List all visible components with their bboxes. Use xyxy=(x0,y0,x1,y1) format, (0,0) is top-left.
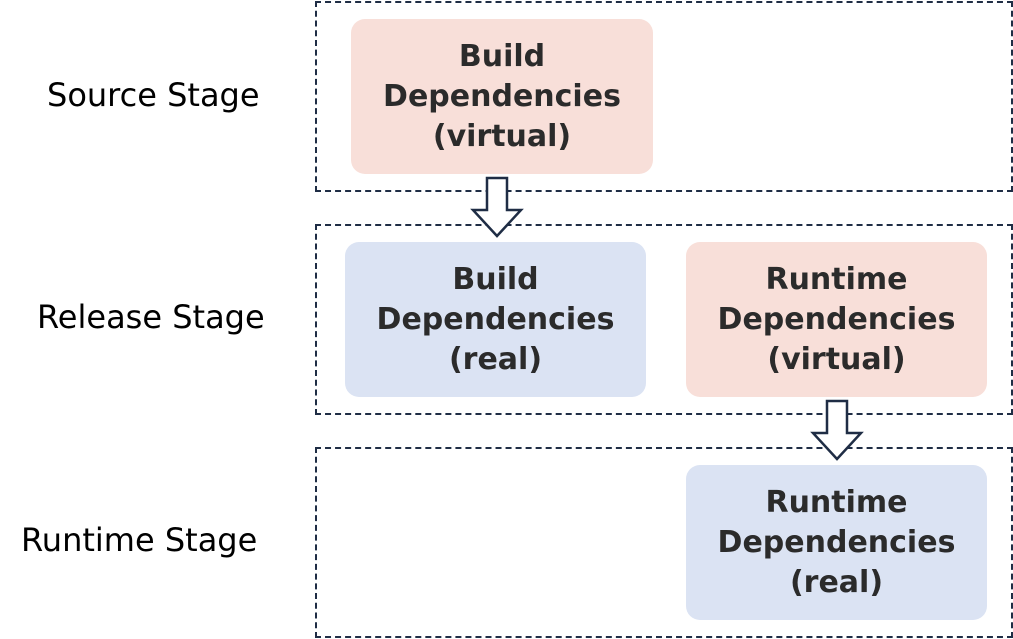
node-line: Build xyxy=(458,38,546,74)
down-arrow-icon xyxy=(810,399,864,461)
node-line: (real) xyxy=(448,341,543,377)
runtime-dependencies-virtual-node: Runtime Dependencies (virtual) xyxy=(686,242,987,397)
node-line: Runtime xyxy=(765,484,908,520)
build-dependencies-real-node: Build Dependencies (real) xyxy=(345,242,646,397)
node-line: Dependencies xyxy=(383,78,621,114)
node-line: (virtual) xyxy=(767,341,906,377)
runtime-stage-label: Runtime Stage xyxy=(21,521,258,559)
runtime-dependencies-real-node: Runtime Dependencies (real) xyxy=(686,465,987,620)
release-stage-frame xyxy=(315,224,1013,415)
node-line: Dependencies xyxy=(717,301,956,337)
node-line: Runtime xyxy=(765,261,908,297)
runtime-stage-frame xyxy=(315,447,1013,638)
node-line: (real) xyxy=(789,564,884,600)
release-stage-label: Release Stage xyxy=(37,298,265,336)
node-line: Dependencies xyxy=(717,524,956,560)
node-line: (virtual) xyxy=(432,118,572,154)
source-stage-frame xyxy=(315,1,1013,192)
source-stage-label: Source Stage xyxy=(47,76,260,114)
build-dependencies-virtual-node: Build Dependencies (virtual) xyxy=(351,19,653,174)
node-line: Build xyxy=(452,261,539,297)
node-line: Dependencies xyxy=(376,301,615,337)
down-arrow-icon xyxy=(470,176,524,238)
